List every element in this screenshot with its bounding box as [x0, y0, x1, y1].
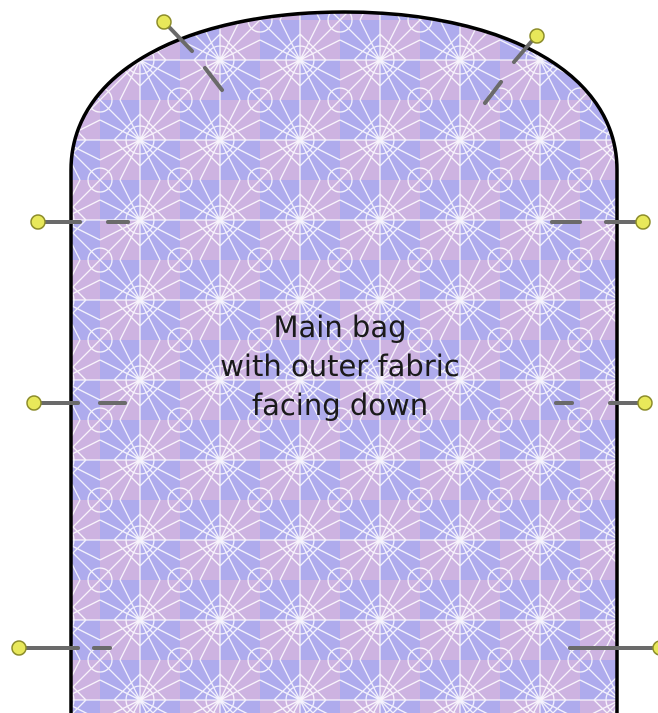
label-line-3: facing down — [170, 386, 510, 425]
pin-head-icon — [653, 641, 658, 655]
pin-head-icon — [31, 215, 45, 229]
pin-head-icon — [638, 396, 652, 410]
pin-head-icon — [12, 641, 26, 655]
label-line-1: Main bag — [170, 308, 510, 347]
pin-head-icon — [530, 29, 544, 43]
pin-head-icon — [27, 396, 41, 410]
label-line-2: with outer fabric — [170, 347, 510, 386]
pin-head-icon — [157, 15, 171, 29]
bag-label: Main bag with outer fabric facing down — [170, 308, 510, 425]
pin-head-icon — [636, 215, 650, 229]
